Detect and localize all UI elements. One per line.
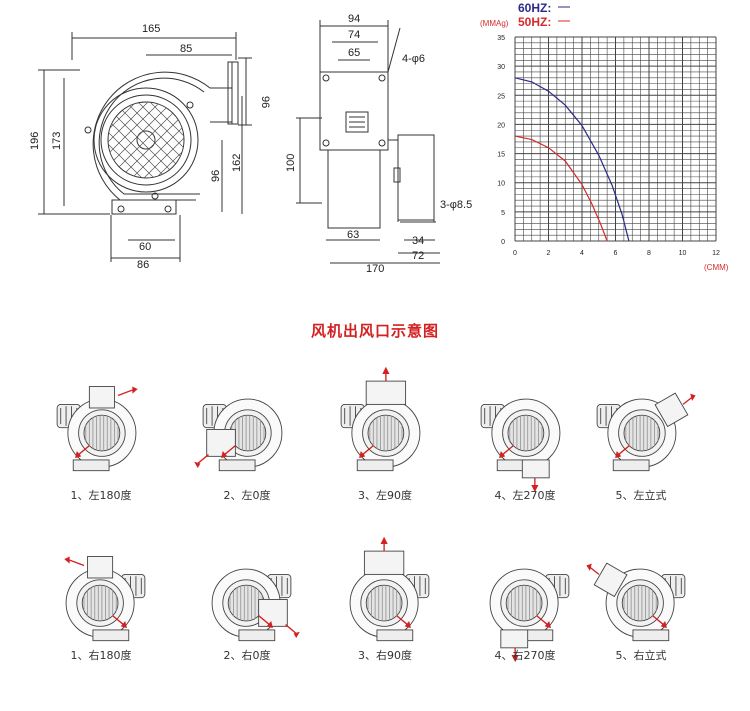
outlet-right-3-diagram bbox=[349, 536, 430, 642]
x-tick-label: 8 bbox=[647, 250, 651, 257]
x-tick-label: 0 bbox=[513, 250, 517, 257]
dim-170: 170 bbox=[366, 263, 384, 275]
dim-196: 196 bbox=[29, 132, 41, 150]
x-tick-label: 10 bbox=[679, 250, 687, 257]
side-view-drawing: 94 74 65 4-φ6 100 3-φ8.5 63 34 72 170 bbox=[285, 13, 472, 275]
outlet-left-5-caption: 5、左立式 bbox=[615, 489, 667, 502]
front-view-drawing: 165 85 96 196 173 96 162 60 86 bbox=[29, 23, 271, 271]
outlet-right-2-caption: 2、右0度 bbox=[223, 649, 271, 662]
x-axis-label: (CMM) bbox=[704, 263, 729, 272]
dim-34: 34 bbox=[412, 235, 424, 247]
outlet-left-4-diagram bbox=[480, 398, 561, 493]
dim-63: 63 bbox=[347, 229, 359, 241]
dim-65: 65 bbox=[348, 47, 360, 59]
outlet-right-5-diagram bbox=[586, 562, 686, 642]
outlet-left-4-caption: 4、左270度 bbox=[494, 489, 556, 502]
dim-72: 72 bbox=[412, 250, 424, 262]
legend-50hz-label: 50HZ: bbox=[518, 15, 551, 29]
x-tick-label: 2 bbox=[547, 250, 551, 257]
dim-85: 85 bbox=[180, 43, 192, 55]
y-tick-label: 10 bbox=[497, 181, 505, 188]
y-tick-label: 25 bbox=[497, 93, 505, 100]
outlet-left-1-diagram bbox=[56, 386, 138, 472]
outlet-right-2-diagram bbox=[211, 568, 300, 642]
outlet-left-2-caption: 2、左0度 bbox=[223, 489, 271, 502]
dim-100: 100 bbox=[285, 154, 297, 172]
dim-165: 165 bbox=[142, 23, 160, 35]
legend-60hz-label: 60HZ: bbox=[518, 1, 551, 15]
series-line-50hz bbox=[514, 135, 608, 242]
dim-86: 86 bbox=[137, 259, 149, 271]
y-tick-label: 20 bbox=[497, 122, 505, 129]
outlet-right-4-diagram bbox=[489, 568, 570, 663]
y-tick-label: 35 bbox=[497, 35, 505, 42]
outlet-right-1-caption: 1、右180度 bbox=[70, 649, 132, 662]
y-tick-label: 5 bbox=[501, 210, 505, 217]
outlet-right-4-caption: 4、右270度 bbox=[494, 649, 556, 662]
outlet-right-3-caption: 3、右90度 bbox=[358, 649, 412, 662]
section-title: 风机出风口示意图 bbox=[310, 322, 439, 340]
outlet-left-5-diagram bbox=[596, 392, 696, 472]
outlet-right-1-diagram bbox=[64, 556, 146, 642]
dim-60: 60 bbox=[139, 241, 151, 253]
outlet-right-5-caption: 5、右立式 bbox=[615, 649, 667, 662]
x-tick-label: 12 bbox=[712, 250, 720, 257]
dim-96-side: 96 bbox=[210, 170, 222, 182]
chart-series bbox=[514, 77, 630, 242]
performance-curve-chart: 60HZ: 50HZ: (MMAg) (CMM) 0 2 4 6 8 10 12 0 5 10 15… bbox=[480, 1, 729, 272]
series-line-60hz bbox=[514, 77, 630, 242]
y-tick-label: 0 bbox=[501, 239, 505, 246]
y-tick-label: 15 bbox=[497, 152, 505, 159]
dim-74: 74 bbox=[348, 29, 360, 41]
outlet-left-2-diagram bbox=[194, 398, 283, 472]
chart-tick-labels: 0 2 4 6 8 10 12 0 5 10 15 20 25 30 35 bbox=[497, 35, 720, 257]
dim-hole-top: 4-φ6 bbox=[402, 53, 425, 65]
x-tick-label: 6 bbox=[614, 250, 618, 257]
dim-96-top: 96 bbox=[259, 96, 271, 108]
y-tick-label: 30 bbox=[497, 64, 505, 71]
dim-173: 173 bbox=[51, 132, 63, 150]
outlet-left-1-caption: 1、左180度 bbox=[70, 489, 132, 502]
dim-94: 94 bbox=[348, 13, 360, 25]
outlet-left-3-caption: 3、左90度 bbox=[358, 489, 412, 502]
y-axis-label: (MMAg) bbox=[480, 19, 509, 28]
outlet-left-3-diagram bbox=[340, 366, 421, 472]
dim-162: 162 bbox=[231, 154, 243, 172]
chart-grid bbox=[514, 36, 717, 242]
x-tick-label: 4 bbox=[580, 250, 584, 257]
dim-hole-side: 3-φ8.5 bbox=[440, 199, 472, 211]
chart-legend: 60HZ: 50HZ: bbox=[518, 1, 570, 29]
